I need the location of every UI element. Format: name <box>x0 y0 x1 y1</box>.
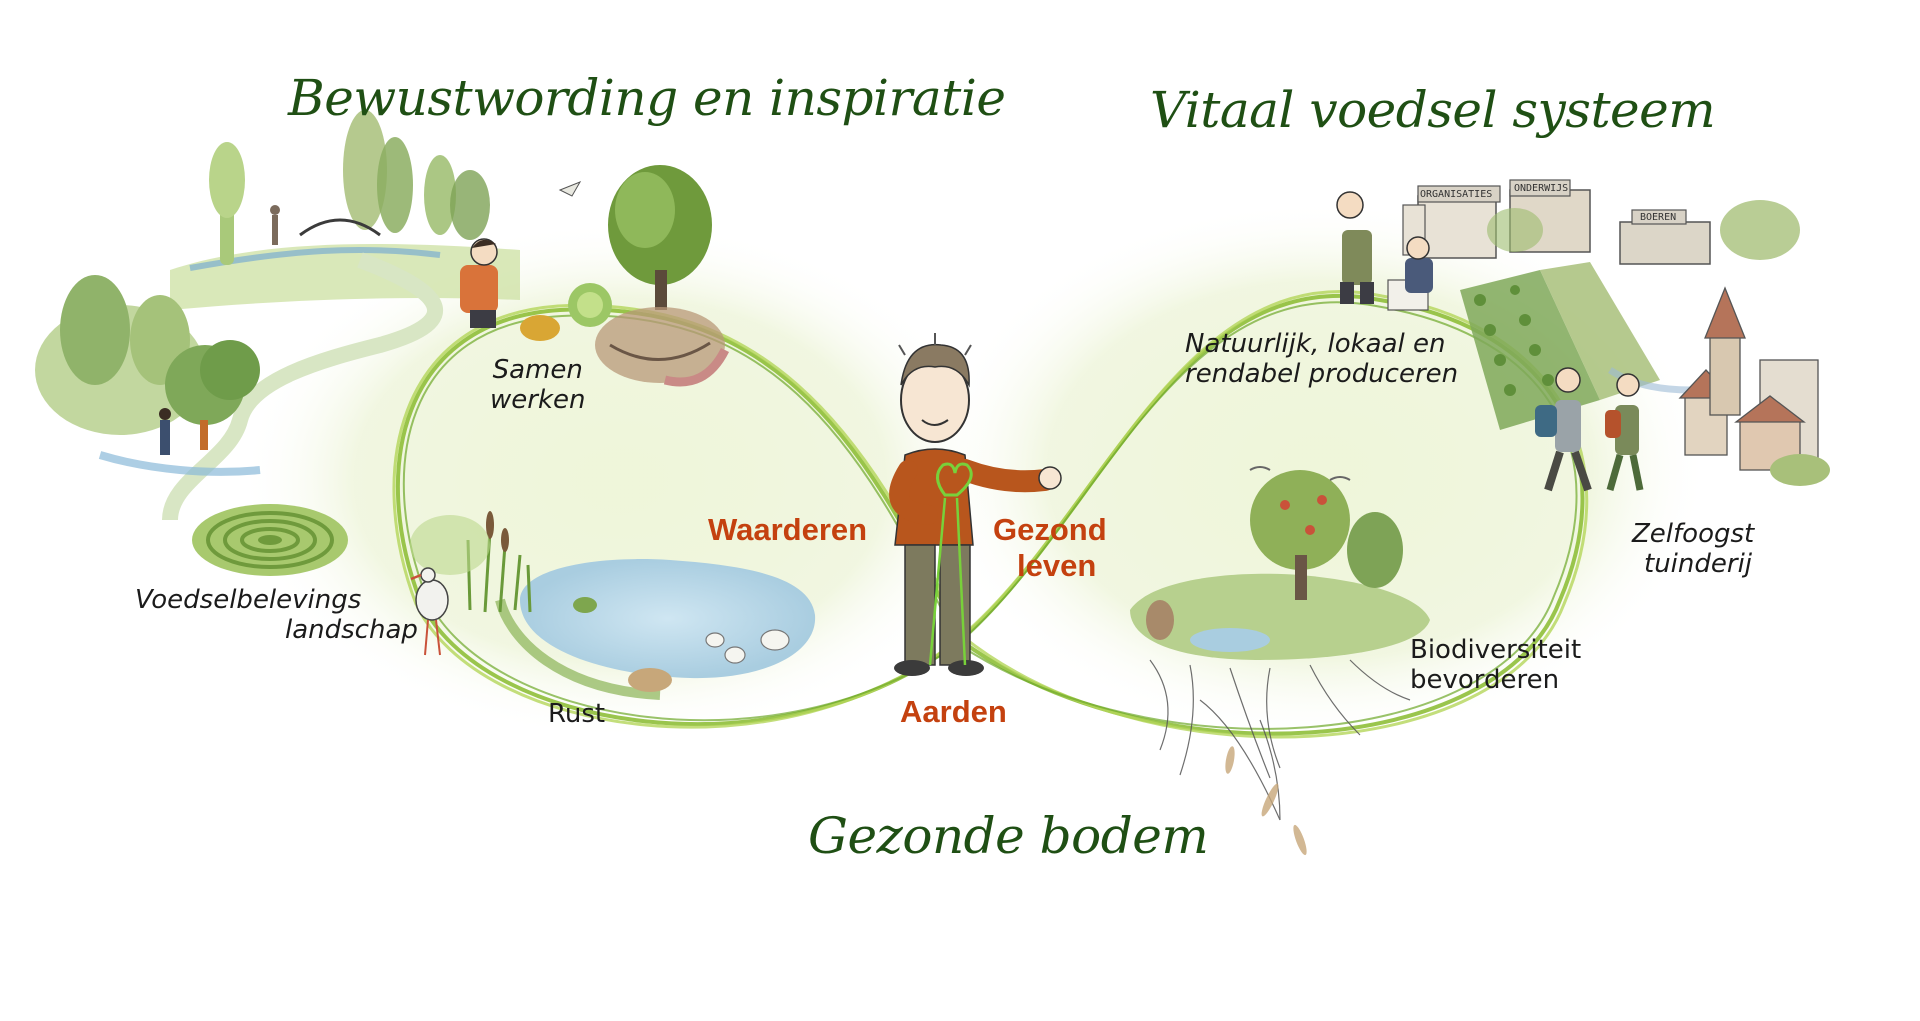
walking-people <box>1535 367 1644 492</box>
heading-left: Bewustwording en inspiratie <box>288 69 1006 127</box>
center-person <box>889 333 1062 676</box>
park-landscape <box>162 110 520 521</box>
label-rust: Rust <box>548 699 606 729</box>
label-natuurlijk: Natuurlijk, lokaal en rendabel producere… <box>1185 329 1459 389</box>
sign-organisaties: ORGANISATIES <box>1420 189 1493 200</box>
core-waarderen: Waarderen <box>708 512 868 547</box>
heading-bottom: Gezonde bodem <box>808 807 1209 865</box>
woodland-left <box>35 275 261 476</box>
sign-boeren: BOEREN <box>1640 212 1677 223</box>
labyrinth <box>192 504 348 576</box>
label-samen-werken: Samen werken <box>490 355 586 415</box>
core-gezond-leven: Gezond leven <box>993 512 1107 583</box>
samen-werken-scene <box>460 165 730 387</box>
biodiversity-scene <box>1130 466 1430 856</box>
two-people-exchange <box>1336 191 1433 311</box>
village <box>1678 286 1830 486</box>
label-biodiversiteit: Biodiversiteit bevorderen <box>1410 635 1582 695</box>
core-aarden: Aarden <box>900 694 1007 729</box>
rust-pond-scene <box>410 511 816 700</box>
label-voedselbelevings: Voedselbelevings landschap <box>135 585 418 645</box>
buildings <box>1402 179 1800 265</box>
heading-right: Vitaal voedsel systeem <box>1150 81 1716 139</box>
sign-onderwijs: ONDERWIJS <box>1514 183 1569 194</box>
label-zelfoogst: Zelfoogst tuinderij <box>1632 519 1755 579</box>
